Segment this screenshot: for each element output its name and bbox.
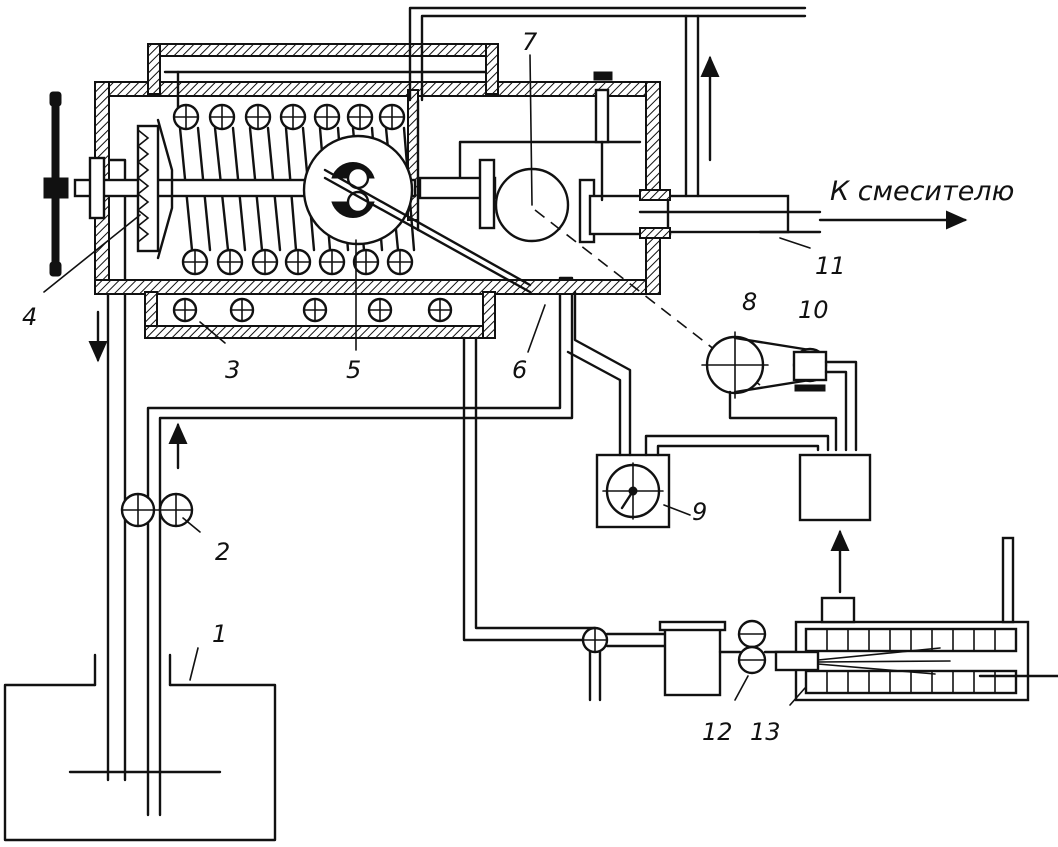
- label-2: 2: [215, 538, 230, 566]
- label-4: 4: [22, 303, 37, 331]
- mixer-outlet: К смесителю: [818, 176, 1014, 230]
- label-11: 11: [815, 252, 846, 280]
- label-3: 3: [225, 356, 240, 384]
- return-line: [462, 336, 742, 702]
- label-1: 1: [212, 620, 227, 648]
- leader-lines: [43, 54, 811, 706]
- drive-axis: [534, 209, 761, 386]
- control-box: [798, 453, 872, 522]
- controller-9: [566, 290, 838, 529]
- motor-drive-8-10: [701, 331, 858, 452]
- label-13: 13: [750, 718, 781, 746]
- pump-2: [120, 492, 194, 528]
- storage-tank-1: [3, 653, 277, 842]
- mixer-caption: К смесителю: [830, 176, 1014, 207]
- label-7: 7: [522, 28, 538, 56]
- label-8: 8: [742, 288, 757, 316]
- label-9: 9: [692, 498, 707, 526]
- label-6: 6: [512, 356, 527, 384]
- pump-12: [737, 619, 802, 675]
- right-chamber: [418, 71, 822, 244]
- label-12: 12: [702, 718, 733, 746]
- lower-coil-3: [172, 297, 453, 323]
- rotor-5: [302, 134, 532, 294]
- part-labels: 1 2 3 4 5 6 7 8 9 10 11 12 13: [22, 28, 846, 746]
- heating-coil-top: [172, 103, 406, 131]
- furnace-13: [774, 536, 1058, 702]
- label-5: 5: [346, 356, 361, 384]
- top-pipes: [408, 6, 807, 232]
- tank-pipes: [88, 158, 574, 817]
- label-10: 10: [798, 296, 829, 324]
- heating-coil-bottom: [181, 248, 414, 276]
